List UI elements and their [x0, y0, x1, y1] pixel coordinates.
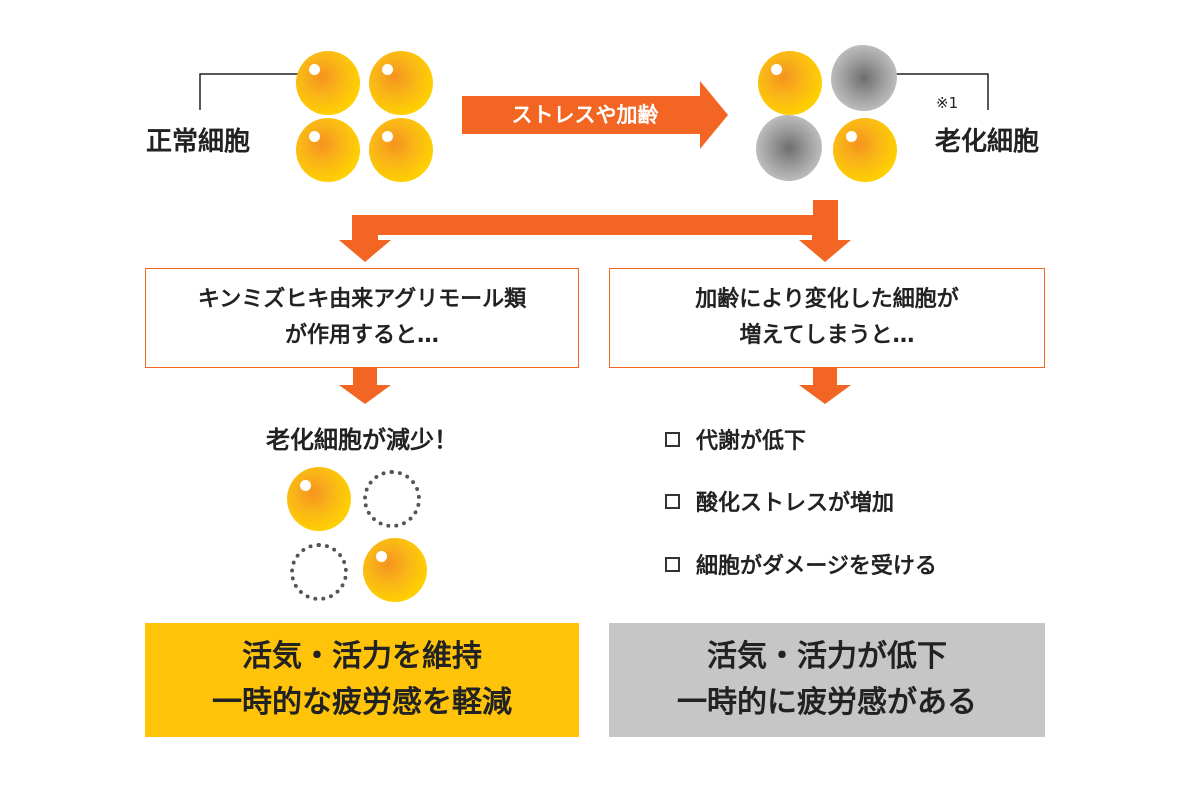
- positive-result-line: 一時的な疲労感を軽減: [212, 685, 512, 720]
- removed-cell-outline: [363, 470, 421, 528]
- checklist-item-text: 酸化ストレスが増加: [696, 491, 895, 516]
- checklist-item: 酸化ストレスが増加: [665, 485, 894, 517]
- positive-result-panel: 活気・活力を維持 一時的な疲労感を軽減: [145, 623, 579, 737]
- normal-cell-leader-line: [199, 73, 308, 110]
- checklist-item: 代謝が低下: [665, 423, 806, 455]
- left-condition-box: キンミズヒキ由来アグリモール類 が作用すると…: [145, 268, 579, 368]
- negative-result-panel: 活気・活力が低下 一時的に疲労感がある: [609, 623, 1045, 737]
- negative-result-line: 活気・活力が低下: [707, 639, 947, 674]
- aged-cell-note: ※1: [936, 94, 959, 112]
- split-arrow: [339, 200, 851, 262]
- right-box-line: 加齢により変化した細胞が: [695, 287, 959, 312]
- positive-result-line: 活気・活力を維持: [242, 639, 482, 674]
- aged-cell: [756, 115, 822, 181]
- removed-cell-outline: [290, 543, 348, 601]
- left-box-line: キンミズヒキ由来アグリモール類: [197, 287, 527, 312]
- checklist-item-text: 代謝が低下: [696, 429, 807, 454]
- normal-cell: [363, 538, 427, 602]
- normal-cell: [287, 467, 351, 531]
- aged-cell: [831, 45, 897, 111]
- aged-cell-leader-line: [870, 73, 989, 110]
- normal-cell: [369, 118, 433, 182]
- normal-cell-label: 正常細胞: [146, 127, 251, 157]
- normal-cell: [758, 51, 822, 115]
- stress-arrow: [462, 81, 728, 149]
- checklist-item: 細胞がダメージを受ける: [665, 548, 937, 580]
- normal-cell: [833, 118, 897, 182]
- left-down-arrow: [339, 368, 391, 404]
- checkbox-icon: [665, 493, 680, 509]
- right-box-line: 増えてしまうと…: [739, 323, 915, 348]
- normal-cell: [369, 51, 433, 115]
- normal-cell: [296, 51, 360, 115]
- left-outcome-text: 老化細胞が減少！: [266, 426, 458, 454]
- right-down-arrow: [799, 368, 851, 404]
- aged-cell-label: 老化細胞: [935, 127, 1040, 157]
- checkbox-icon: [665, 431, 680, 447]
- checkbox-icon: [665, 556, 680, 572]
- left-box-line: が作用すると…: [284, 323, 439, 348]
- checklist-item-text: 細胞がダメージを受ける: [696, 554, 937, 579]
- right-condition-box: 加齢により変化した細胞が 増えてしまうと…: [609, 268, 1045, 368]
- stress-arrow-label: ストレスや加齢: [511, 103, 659, 127]
- negative-result-line: 一時的に疲労感がある: [677, 685, 977, 720]
- normal-cell: [296, 118, 360, 182]
